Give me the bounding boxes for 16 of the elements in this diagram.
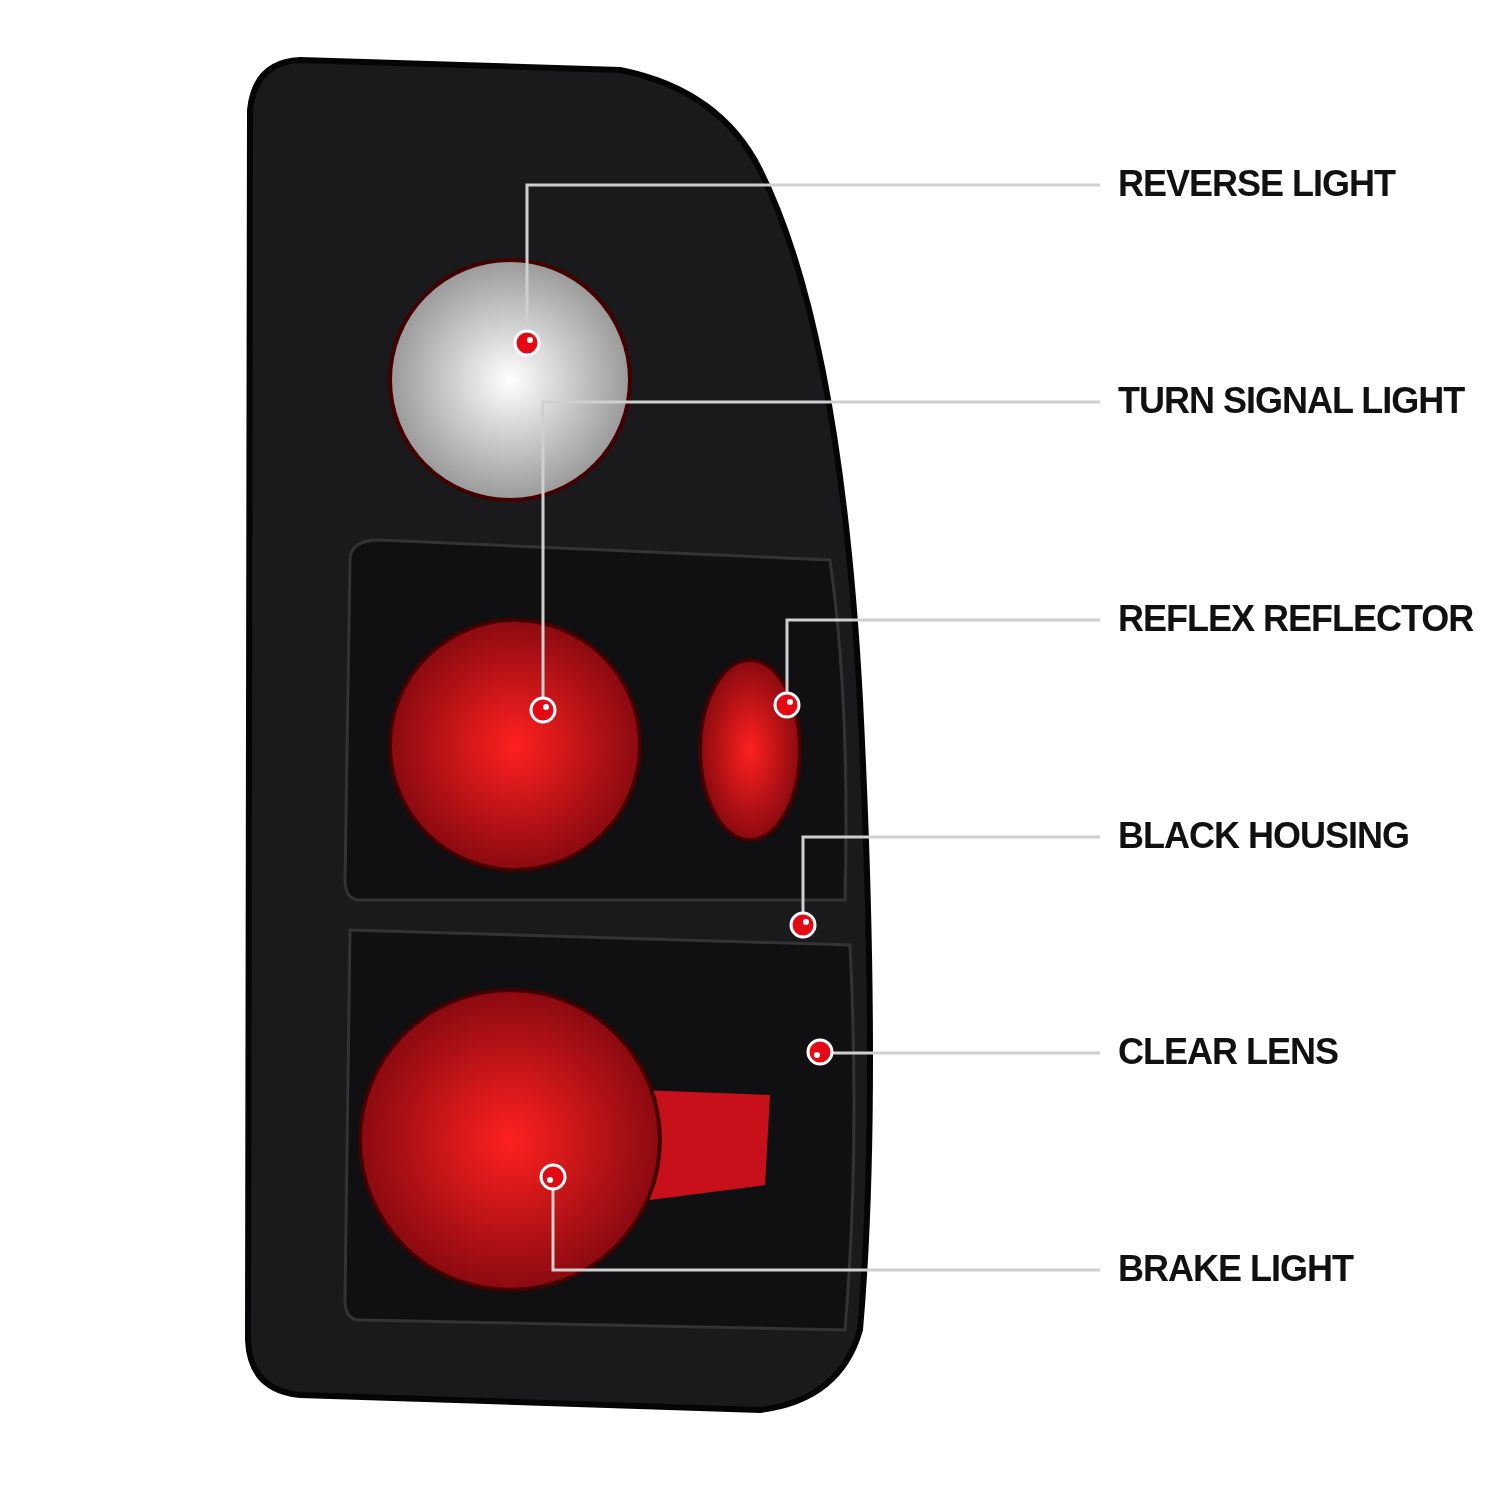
leader-line [539, 1163, 1100, 1272]
reverse-lens [388, 258, 632, 502]
leader-line [529, 400, 1100, 724]
callout-label: REFLEX REFLECTOR [1118, 598, 1474, 640]
reflector [698, 658, 802, 842]
brake-lens [358, 988, 662, 1292]
callout-label: BLACK HOUSING [1118, 815, 1409, 857]
leader-line [789, 835, 1100, 939]
callout-label: BRAKE LIGHT [1118, 1248, 1353, 1290]
turn-signal-lens [388, 618, 642, 872]
leader-line [513, 183, 1100, 357]
callout-label: CLEAR LENS [1118, 1031, 1338, 1073]
leader-line [806, 1038, 1100, 1066]
leader-line [773, 618, 1100, 719]
callout-label: TURN SIGNAL LIGHT [1118, 380, 1465, 422]
callout-label: REVERSE LIGHT [1118, 163, 1396, 205]
